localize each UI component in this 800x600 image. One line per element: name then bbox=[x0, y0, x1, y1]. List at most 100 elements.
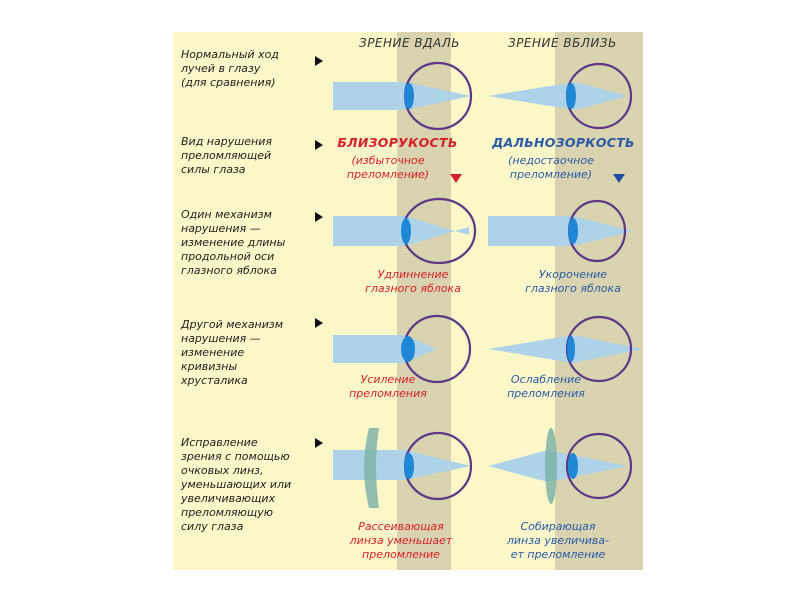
caption-line: преломления bbox=[507, 387, 585, 400]
caption-line: Рассеивающая bbox=[358, 520, 444, 533]
diverging-lens-caption: Рассеивающая линза уменьшает преломление bbox=[331, 520, 471, 562]
strengthening-caption: Усиление преломления bbox=[333, 373, 443, 401]
correction-eyes-diagram bbox=[333, 428, 633, 508]
arrow-right-icon bbox=[315, 438, 323, 448]
row-label-line: лучей в глазу bbox=[181, 62, 261, 75]
caption-line: преломления bbox=[349, 387, 427, 400]
caption-line: Собирающая bbox=[520, 520, 596, 533]
light-beam bbox=[575, 82, 628, 110]
hyperopia-caption: (недостаочное преломление) bbox=[486, 154, 616, 182]
myopia-caption: (избыточное преломление) bbox=[323, 154, 453, 182]
lens-curvature-eyes-diagram bbox=[333, 314, 643, 384]
eye-near-shortened bbox=[488, 199, 633, 263]
lens bbox=[401, 336, 415, 362]
arrow-right-icon bbox=[315, 212, 323, 222]
row-label-line: очковых линз, bbox=[181, 464, 264, 477]
row-label-line: кривизны bbox=[181, 360, 238, 373]
caption-line: ет преломление bbox=[510, 548, 606, 561]
lens bbox=[404, 83, 414, 109]
row-label-line: (для сравнения) bbox=[181, 76, 276, 89]
light-beam bbox=[488, 216, 633, 246]
row-label-normal: Нормальный ход лучей в глазу (для сравне… bbox=[181, 48, 316, 90]
eye-far-normal bbox=[333, 61, 473, 131]
triangle-down-icon bbox=[450, 174, 462, 183]
row-label-line: нарушения — bbox=[181, 222, 261, 235]
eye-far-strong-refraction bbox=[333, 314, 472, 384]
caption-line: (избыточное bbox=[351, 154, 425, 167]
light-beam bbox=[573, 335, 643, 363]
row-label-correction: Исправление зрения с помощью очковых лин… bbox=[181, 436, 316, 534]
header-near-vision: ЗРЕНИЕ ВБЛИЗЬ bbox=[508, 36, 617, 50]
caption-line: Ослабление bbox=[510, 373, 582, 386]
arrow-right-icon bbox=[315, 56, 323, 66]
row-label-line: хрусталика bbox=[181, 374, 248, 387]
row-label-line: Один механизм bbox=[181, 208, 272, 221]
triangle-down-icon bbox=[613, 174, 625, 183]
diverging-lens-icon bbox=[364, 428, 379, 508]
lens bbox=[568, 453, 578, 479]
arrow-right-icon bbox=[315, 318, 323, 328]
caption-line: линза увеличива- bbox=[506, 534, 610, 547]
caption-line: (недостаочное bbox=[508, 154, 594, 167]
axis-length-eyes-diagram bbox=[333, 197, 633, 265]
hyperopia-title: ДАЛЬНОЗОРКОСТЬ bbox=[492, 135, 635, 150]
row-label-line: силу глаза bbox=[181, 520, 244, 533]
row-label-line: уменьшающих или bbox=[181, 478, 292, 491]
lens bbox=[567, 336, 575, 362]
header-far-vision: ЗРЕНИЕ ВДАЛЬ bbox=[359, 36, 460, 50]
row-label-lens-curvature: Другой механизм нарушения — изменение кр… bbox=[181, 318, 316, 388]
normal-eyes-diagram bbox=[333, 61, 633, 131]
caption-line: линза уменьшает bbox=[349, 534, 453, 547]
arrow-right-icon bbox=[315, 140, 323, 150]
eyeball bbox=[565, 432, 633, 500]
elongation-caption: Удлиннение глазного яблока bbox=[353, 268, 473, 296]
caption-line: глазного яблока bbox=[365, 282, 461, 295]
eye-near-corrected bbox=[488, 428, 633, 504]
light-beam bbox=[488, 82, 575, 110]
row-label-axis-length: Один механизм нарушения — изменение длин… bbox=[181, 208, 316, 278]
row-label-line: преломляющую bbox=[181, 506, 274, 519]
lens bbox=[404, 453, 414, 479]
row-label-line: изменение bbox=[181, 346, 245, 359]
row-label-line: Другой механизм bbox=[181, 318, 284, 331]
light-beam bbox=[333, 335, 437, 363]
far-vision-band bbox=[397, 32, 451, 570]
converging-lens-caption: Собирающая линза увеличива- ет преломлен… bbox=[488, 520, 628, 562]
row-label-line: глазного яблока bbox=[181, 264, 277, 277]
lens bbox=[568, 218, 578, 244]
light-beam bbox=[548, 450, 628, 482]
lens bbox=[566, 83, 576, 109]
row-label-line: Вид нарушения bbox=[181, 135, 273, 148]
row-label-line: силы глаза bbox=[181, 163, 246, 176]
light-beam bbox=[333, 450, 471, 480]
row-label-line: преломляющей bbox=[181, 149, 272, 162]
eye-near-weak-refraction bbox=[488, 315, 643, 383]
caption-line: Удлиннение bbox=[377, 268, 449, 281]
row-label-line: зрения с помощью bbox=[181, 450, 290, 463]
light-beam bbox=[333, 216, 455, 246]
caption-line: преломление) bbox=[509, 168, 593, 181]
eye-near-normal bbox=[488, 62, 633, 130]
row-label-line: Исправление bbox=[181, 436, 258, 449]
caption-line: Укорочение bbox=[538, 268, 608, 281]
light-beam bbox=[488, 335, 573, 363]
caption-line: Усиление bbox=[360, 373, 416, 386]
diagram-panel: ЗРЕНИЕ ВДАЛЬ ЗРЕНИЕ ВБЛИЗЬ Нормальный хо… bbox=[173, 32, 643, 570]
light-beam bbox=[488, 450, 548, 482]
row-label-line: Нормальный ход bbox=[181, 48, 279, 61]
shortening-caption: Укорочение глазного яблока bbox=[508, 268, 638, 296]
caption-line: глазного яблока bbox=[525, 282, 621, 295]
light-beam bbox=[455, 227, 469, 235]
row-label-line: увеличивающих bbox=[181, 492, 276, 505]
converging-lens-icon bbox=[545, 428, 557, 504]
row-label-line: продольной оси bbox=[181, 250, 275, 263]
row-label-disorder-type: Вид нарушения преломляющей силы глаза bbox=[181, 135, 316, 177]
row-label-line: нарушения — bbox=[181, 332, 261, 345]
myopia-title: БЛИЗОРУКОСТЬ bbox=[337, 135, 458, 150]
row-label-line: изменение длины bbox=[181, 236, 286, 249]
caption-line: преломление bbox=[362, 548, 440, 561]
eye-far-corrected bbox=[333, 428, 473, 508]
weakening-caption: Ослабление преломления bbox=[491, 373, 601, 401]
caption-line: преломление) bbox=[346, 168, 430, 181]
light-beam bbox=[333, 82, 471, 110]
